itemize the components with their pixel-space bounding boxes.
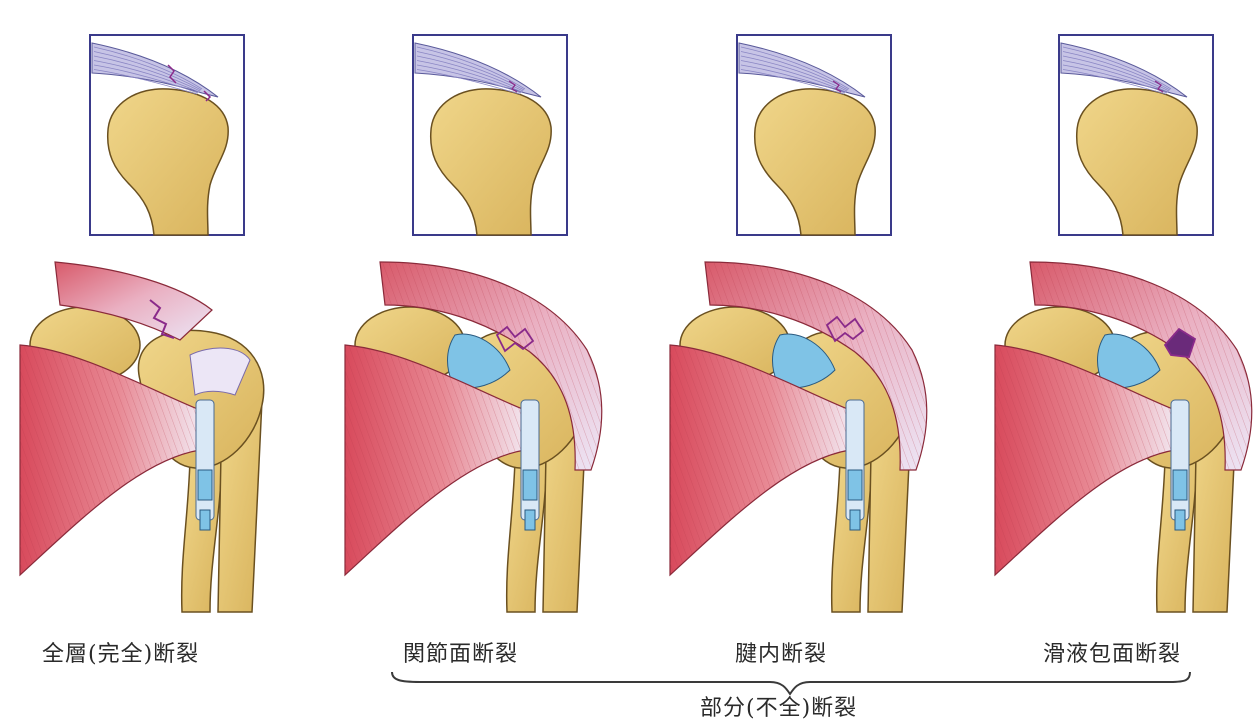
shoulder-illustration (670, 262, 927, 612)
panel-label-intratendinous: 腱内断裂 (735, 636, 827, 668)
panel-label-articular-side: 関節面断裂 (403, 636, 518, 668)
group-label-partial-tear: 部分(不全)断裂 (700, 690, 857, 722)
shoulder-illustration (345, 262, 602, 612)
panel-label-bursal-side: 滑液包面断裂 (1043, 636, 1181, 668)
tendon-sheath (523, 470, 537, 500)
tendon-sheath (1173, 470, 1187, 500)
biceps-tendon (196, 400, 214, 520)
tendon-sheath (848, 470, 862, 500)
shoulder-illustration (995, 262, 1252, 612)
inset-panel (90, 35, 244, 235)
tendon-sheath (198, 470, 212, 500)
shoulder-illustration (20, 262, 264, 612)
panel-label-full-thickness: 全層(完全)断裂 (42, 636, 199, 668)
biceps-tendon (1171, 400, 1189, 520)
tendon-sheath (525, 510, 535, 530)
inset-panel (737, 35, 891, 235)
biceps-tendon (846, 400, 864, 520)
tendon-sheath (1175, 510, 1185, 530)
biceps-tendon (521, 400, 539, 520)
inset-panel (413, 35, 567, 235)
tendon-sheath (850, 510, 860, 530)
tendon-sheath (200, 510, 210, 530)
inset-panel (1059, 35, 1213, 235)
